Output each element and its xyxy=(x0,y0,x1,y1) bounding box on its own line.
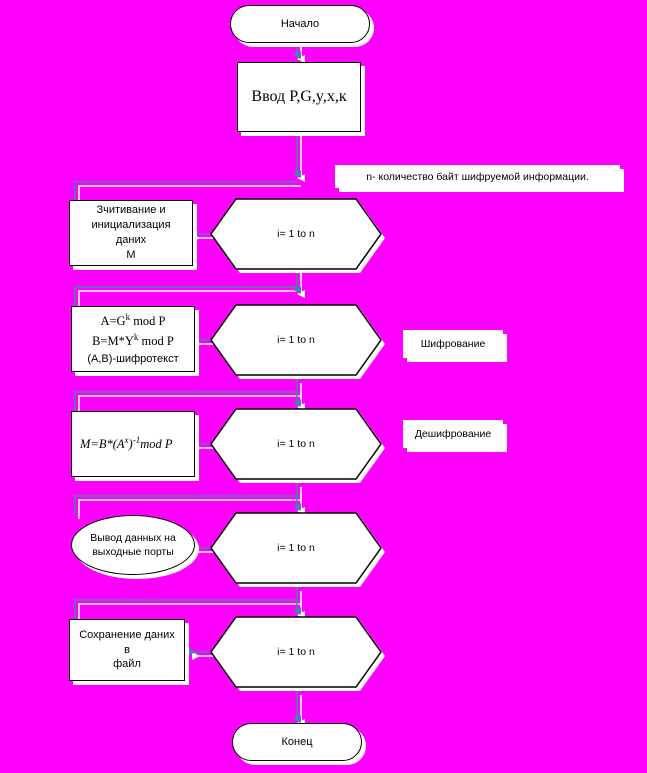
encrypt-line2: B=M*Yk mod P xyxy=(92,331,174,348)
node-save-file[interactable]: Сохранение даних в файл xyxy=(69,619,185,681)
annotation-decryption: Дешифрование xyxy=(403,420,503,448)
read-init-line1: Зчитивание и xyxy=(96,204,166,217)
node-end[interactable]: Конец xyxy=(232,723,362,761)
node-output-ports[interactable]: Вывод данных на выходные порты xyxy=(71,515,195,575)
loopback-2 xyxy=(74,286,297,306)
loopback-3 xyxy=(74,391,297,411)
output-ports-line2: выходные порты xyxy=(92,546,174,558)
annotation-encryption-label: Шифрование xyxy=(420,338,486,350)
loop-shapes xyxy=(210,198,385,691)
node-read-init[interactable]: Зчитивание и инициализация даних М xyxy=(69,200,193,266)
decrypt-formula: M=B*(Ax)-1mod P xyxy=(80,435,173,452)
node-decrypt[interactable]: M=B*(Ax)-1mod P xyxy=(71,411,195,477)
annotation-n: n- количество байт шифруемой информации. xyxy=(335,165,620,188)
loopback-5 xyxy=(74,599,297,619)
output-ports-line1: Вывод данных на xyxy=(90,531,176,544)
save-file-line1: Сохранение даних в xyxy=(79,628,175,656)
encrypt-exp-k1: k xyxy=(125,311,131,322)
annotation-decryption-label: Дешифрование xyxy=(414,428,492,440)
loopback-1 xyxy=(74,181,297,200)
end-label: Конец xyxy=(281,736,313,748)
read-init-line2: инициализация даних xyxy=(91,219,171,246)
save-file-line2: файл xyxy=(113,658,141,671)
read-init-line3: М xyxy=(126,248,136,261)
encrypt-line1: A=Gk mod P xyxy=(100,311,166,328)
node-start[interactable]: Начало xyxy=(230,5,370,43)
loopback-4 xyxy=(74,495,297,515)
decrypt-exp-inv: -1 xyxy=(132,435,141,446)
annotation-n-label: n- количество байт шифруемой информации. xyxy=(366,170,589,183)
input-label: Ввод P,G,y,x,к xyxy=(251,88,347,106)
encrypt-line3: (A,B)-шифротекст xyxy=(87,352,179,365)
node-encrypt[interactable]: A=Gk mod P B=M*Yk mod P (A,B)-шифротекст xyxy=(71,306,195,372)
node-input[interactable]: Ввод P,G,y,x,к xyxy=(237,62,361,132)
annotation-encryption: Шифрование xyxy=(403,330,503,358)
decrypt-exp-x: x xyxy=(124,435,129,446)
start-label: Начало xyxy=(280,18,320,30)
encrypt-exp-k2: k xyxy=(133,331,139,342)
